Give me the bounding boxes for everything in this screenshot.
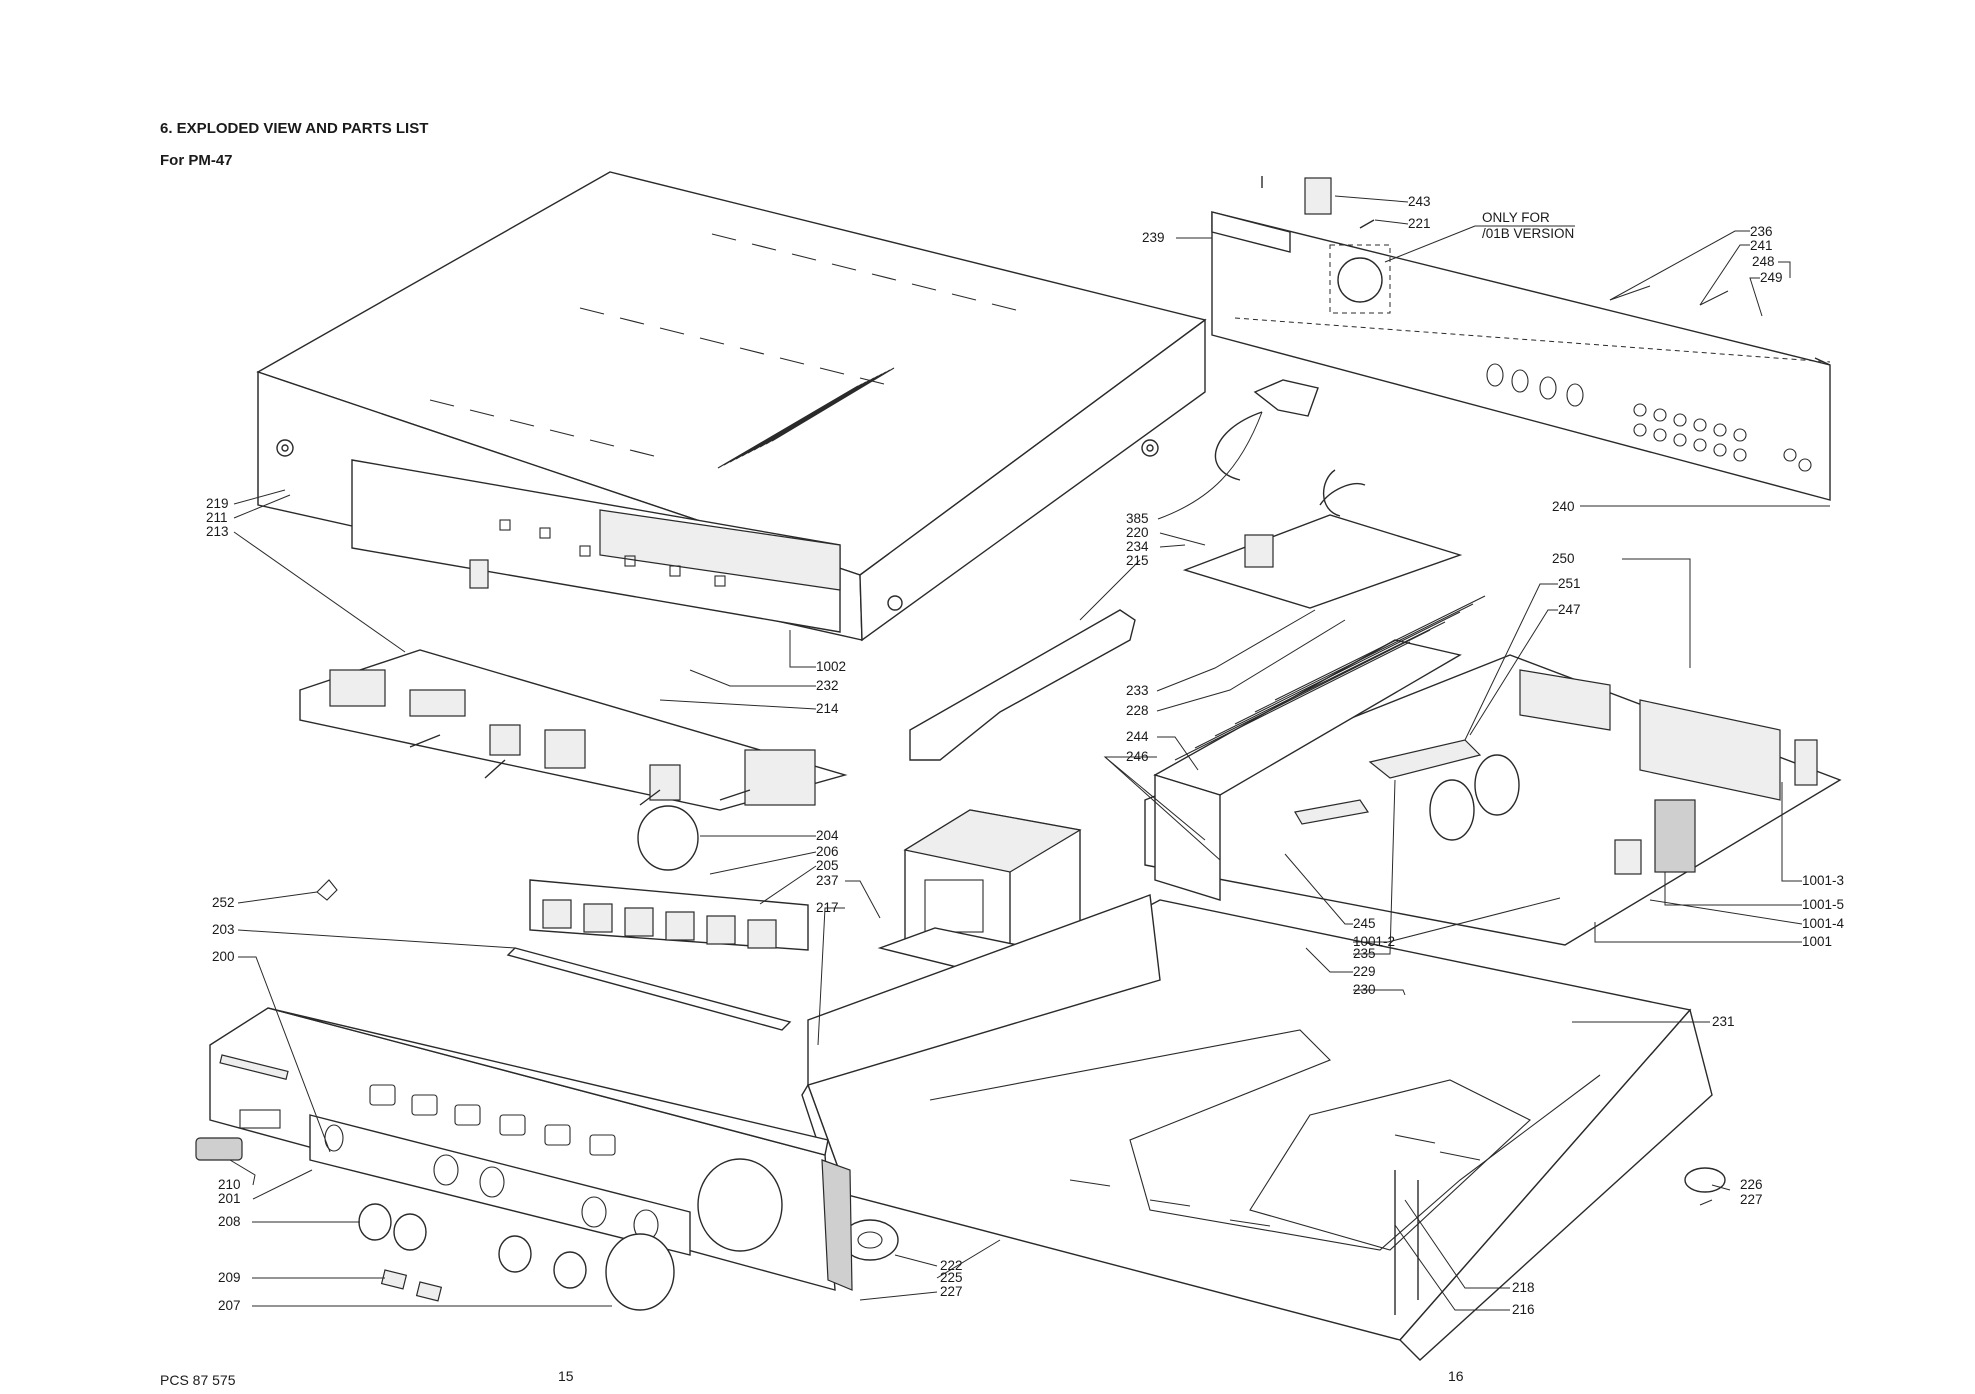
label-231: 231	[1712, 1014, 1735, 1029]
label-227-front: 227	[940, 1284, 963, 1299]
label-247: 247	[1558, 602, 1581, 617]
support-bracket	[909, 609, 1136, 761]
version-note: ONLY FOR /01B VERSION	[1384, 210, 1575, 263]
label-217: 217	[816, 900, 839, 915]
page-number-left: 15	[558, 1368, 574, 1384]
label-216: 216	[1512, 1302, 1535, 1317]
label-235: 235	[1353, 946, 1376, 961]
document-code: PCS 87 575	[160, 1372, 236, 1388]
label-244: 244	[1126, 729, 1149, 744]
leader-lines	[229, 195, 1830, 1311]
label-1001-3: 1001-3	[1802, 873, 1844, 888]
label-226: 226	[1740, 1177, 1763, 1192]
knobs	[358, 1203, 675, 1311]
label-248: 248	[1752, 254, 1775, 269]
label-206: 206	[816, 844, 839, 859]
label-243: 243	[1408, 194, 1431, 209]
label-385: 385	[1126, 511, 1149, 526]
label-233: 233	[1126, 683, 1149, 698]
label-240: 240	[1552, 499, 1575, 514]
label-232: 232	[816, 678, 839, 693]
label-200: 200	[212, 949, 235, 964]
label-239: 239	[1142, 230, 1165, 245]
label-218: 218	[1512, 1280, 1535, 1295]
label-246: 246	[1126, 749, 1149, 764]
note-line2: /01B VERSION	[1482, 226, 1574, 241]
page-number-right: 16	[1448, 1368, 1464, 1384]
front-panel	[195, 1007, 853, 1291]
label-1001: 1001	[1802, 934, 1832, 949]
amplifier-board	[1144, 654, 1842, 946]
label-1001-4: 1001-4	[1802, 916, 1845, 931]
label-230: 230	[1353, 982, 1376, 997]
label-221: 221	[1408, 216, 1431, 231]
label-211: 211	[206, 510, 228, 525]
label-228: 228	[1126, 703, 1149, 718]
page-title: 6. EXPLODED VIEW AND PARTS LIST	[160, 120, 429, 137]
label-207: 207	[218, 1298, 241, 1313]
rear-panel	[1211, 176, 1831, 517]
label-204: 204	[816, 828, 839, 843]
label-210: 210	[218, 1177, 241, 1192]
label-203: 203	[212, 922, 235, 937]
part-labels: 243 221 239 236 241 248 249 240 385 220 …	[206, 194, 1845, 1317]
heatsink	[1153, 595, 1486, 901]
chassis	[801, 894, 1726, 1361]
label-1001-2: 1001-2	[1353, 934, 1395, 949]
control-pcb	[299, 649, 848, 871]
label-225: 225	[940, 1270, 963, 1285]
note-line1: ONLY FOR	[1482, 210, 1550, 225]
label-227-rear: 227	[1740, 1192, 1763, 1207]
label-229: 229	[1353, 964, 1376, 979]
power-supply-pcb	[1182, 483, 1463, 609]
label-208: 208	[218, 1214, 241, 1229]
label-234: 234	[1126, 539, 1149, 554]
label-213: 213	[206, 524, 229, 539]
label-1001-5: 1001-5	[1802, 897, 1844, 912]
label-222: 222	[940, 1258, 963, 1273]
label-237: 237	[816, 873, 839, 888]
label-1002: 1002	[816, 659, 846, 674]
selector-switch-block	[316, 879, 809, 1031]
label-220: 220	[1126, 525, 1149, 540]
label-250: 250	[1552, 551, 1575, 566]
label-252: 252	[212, 895, 235, 910]
label-201: 201	[218, 1191, 241, 1206]
label-205: 205	[816, 858, 839, 873]
label-214: 214	[816, 701, 839, 716]
label-209: 209	[218, 1270, 241, 1285]
label-219: 219	[206, 496, 229, 511]
label-249: 249	[1760, 270, 1783, 285]
label-236: 236	[1750, 224, 1773, 239]
display-board	[351, 459, 841, 633]
label-215: 215	[1126, 553, 1149, 568]
label-241: 241	[1750, 238, 1773, 253]
label-251: 251	[1558, 576, 1581, 591]
label-245: 245	[1353, 916, 1376, 931]
page-subtitle: For PM-47	[160, 152, 233, 169]
